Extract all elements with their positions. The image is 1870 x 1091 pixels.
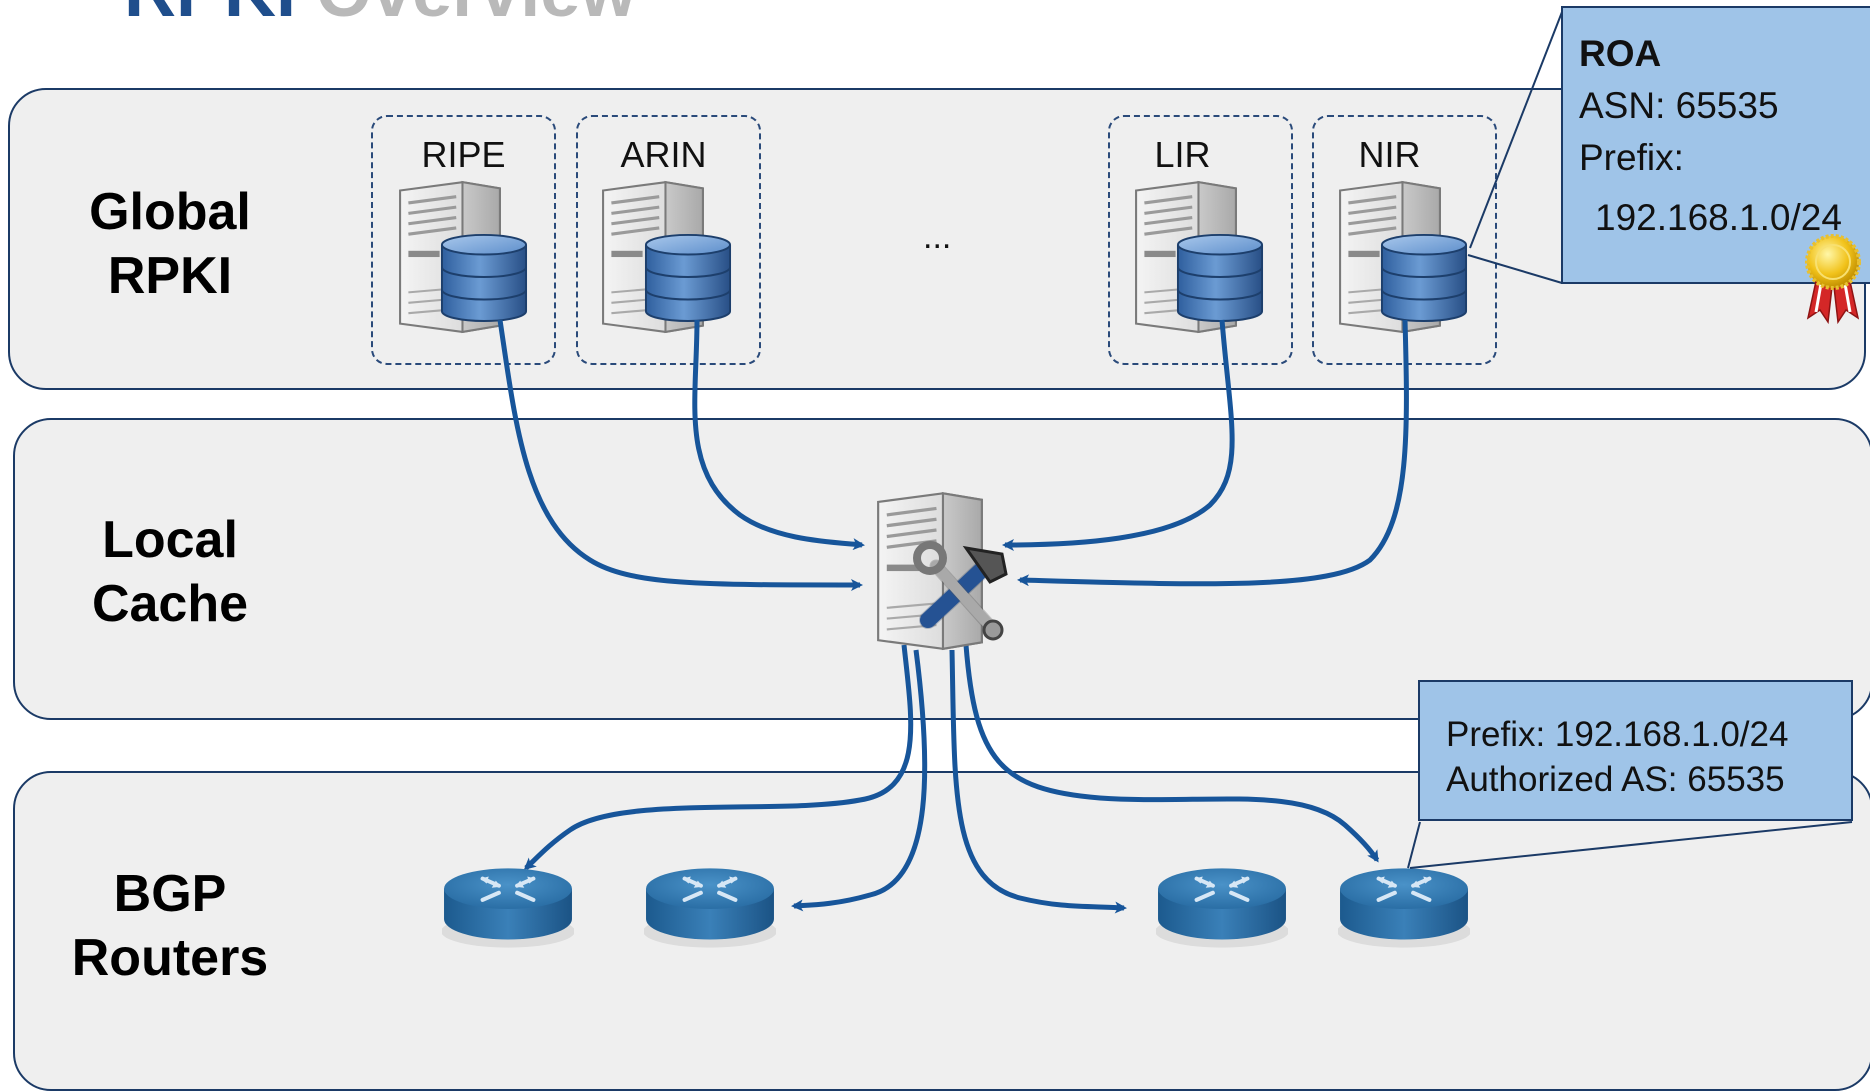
bgp-routers-band — [13, 771, 1870, 1091]
arrow-lir-to-cache — [1002, 319, 1235, 551]
repository-box-lir — [1108, 115, 1293, 365]
arrow-ripe-to-cache — [497, 319, 863, 591]
global-rpki-label-line2: RPKI — [107, 247, 233, 305]
vrp-pointer-left — [1407, 821, 1421, 869]
roa-pointer-upper — [1469, 11, 1563, 249]
arrow-cache-to-router-1 — [523, 644, 914, 870]
vrp-authorized-as: Authorized AS: 65535 — [1446, 760, 1785, 799]
bgp-router-4 — [1337, 868, 1471, 947]
vrp-callout: Prefix: 192.168.1.0/24 Authorized AS: 65… — [1418, 680, 1853, 821]
roa-asn: ASN: 65535 — [1579, 85, 1779, 126]
callout-pointers — [1407, 11, 1853, 869]
bgp-routers-label-line1: BGP — [113, 865, 227, 923]
local-cache-label-line1: Local — [102, 511, 238, 569]
vrp-pointer-right — [1409, 821, 1853, 869]
repository-box-ripe — [371, 115, 556, 365]
local-cache-server — [876, 491, 1008, 651]
repository-label-nir: NIR — [1358, 134, 1421, 175]
arrow-arin-to-cache — [692, 319, 865, 551]
bgp-routers-label: BGP Routers — [40, 862, 300, 990]
title-rpki: RPKI — [124, 0, 296, 32]
repository-label-arin: ARIN — [620, 134, 707, 175]
global-rpki-band — [8, 88, 1866, 390]
global-rpki-label-line1: Global — [89, 183, 251, 241]
roa-pointer-lower — [1467, 254, 1563, 284]
repository-box-arin — [576, 115, 761, 365]
repository-server-ripe — [398, 180, 528, 334]
local-cache-label: Local Cache — [40, 508, 300, 636]
more-repositories-ellipsis: ... — [923, 218, 952, 256]
tools-icon — [913, 541, 1008, 641]
roa-title: ROA — [1579, 33, 1662, 74]
repository-server-lir — [1134, 180, 1264, 334]
repository-server-nir — [1338, 180, 1468, 334]
bgp-router-3 — [1155, 868, 1289, 947]
roa-callout: ROA ASN: 65535 Prefix: 192.168.1.0/24 — [1561, 6, 1870, 284]
title-overview: Overview — [316, 0, 636, 32]
local-cache-label-line2: Cache — [91, 575, 249, 633]
global-rpki-label: Global RPKI — [40, 180, 300, 308]
bgp-router-2 — [643, 868, 777, 947]
repository-label-ripe: RIPE — [421, 134, 506, 175]
sync-arrows — [497, 319, 1409, 914]
award-ribbon-icon — [1805, 234, 1861, 324]
repository-server-arin — [601, 180, 732, 334]
bgp-router-1 — [441, 868, 575, 947]
vrp-prefix: Prefix: 192.168.1.0/24 — [1446, 715, 1789, 754]
page-title: RPKI Overview — [124, 0, 636, 28]
bgp-routers-label-line2: Routers — [71, 929, 269, 987]
roa-prefix-label: Prefix: — [1579, 137, 1684, 178]
arrow-cache-to-router-2 — [791, 649, 928, 912]
arrow-cache-to-router-4 — [963, 644, 1380, 863]
arrow-cache-to-router-3 — [949, 649, 1127, 914]
repository-label-lir: LIR — [1154, 134, 1211, 175]
arrow-nir-to-cache — [1017, 319, 1409, 587]
roa-prefix-value: 192.168.1.0/24 — [1595, 197, 1842, 238]
